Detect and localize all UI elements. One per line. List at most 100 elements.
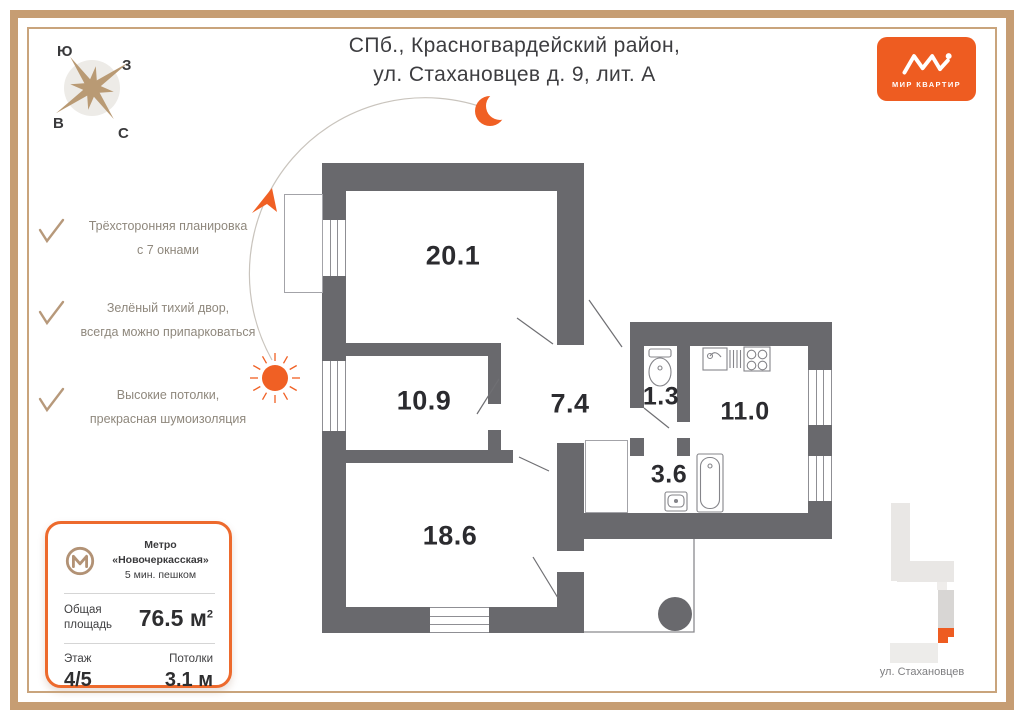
compass-label-north: С: [118, 125, 129, 142]
closet-outline: [585, 440, 628, 513]
check-icon: [38, 218, 65, 244]
window-symbol: [808, 370, 832, 425]
wall-segment: [584, 513, 808, 539]
feature-item: Высокие потолки, прекрасная шумоизоляция: [38, 383, 266, 431]
room-area-label: 20.1: [425, 240, 481, 271]
street-label: ул. Стахановцев: [879, 666, 965, 678]
wall-segment: [557, 191, 584, 345]
metro-walk-time: 5 мин. пешком: [124, 569, 197, 581]
wall-segment: [346, 343, 501, 356]
minimap-building-block: [938, 590, 954, 628]
wall-segment: [489, 607, 584, 633]
window-symbol: [322, 220, 346, 276]
wall-segment: [808, 501, 832, 539]
minimap-highlight-notch: [948, 637, 954, 643]
divider: [64, 593, 215, 594]
divider: [64, 643, 215, 644]
wall-segment: [630, 322, 832, 346]
compass-rose-icon: Ю З В С: [53, 43, 131, 142]
feature-item: Зелёный тихий двор, всегда можно припарк…: [38, 296, 266, 344]
feature-text: Трёхсторонняя планировка с 7 окнами: [70, 214, 266, 262]
minimap-building-block: [890, 643, 938, 663]
area-value: 76.5 м2: [138, 604, 213, 631]
arrow-icon: [252, 188, 277, 213]
metro-icon: [65, 546, 95, 575]
wall-segment: [322, 607, 430, 633]
wall-segment: [346, 450, 513, 463]
wall-segment: [322, 276, 346, 361]
area-label-line: площадь: [64, 619, 113, 631]
room-area-label: 18.6: [422, 520, 478, 551]
wall-segment: [630, 346, 644, 408]
area-label-line: Общая: [64, 604, 102, 616]
floor-label: Этаж: [64, 653, 92, 665]
metro-text: Метро «Новочеркасская» 5 мин. пешком: [104, 538, 217, 583]
check-icon: [38, 387, 65, 413]
ceiling-label: Потолки: [169, 653, 213, 665]
area-row: Общая площадь 76.5 м2: [64, 603, 213, 633]
moon-icon: [475, 92, 514, 126]
window-symbol: [430, 607, 489, 633]
compass-label-east: В: [53, 115, 64, 132]
feature-line: Зелёный тихий двор,: [106, 301, 230, 315]
ceiling-col: Потолки 3.1 м: [165, 653, 213, 692]
wall-segment: [677, 438, 690, 456]
drying-rack-icon: [729, 350, 742, 368]
courtyard-circle: [658, 597, 692, 631]
feature-line: прекрасная шумоизоляция: [89, 412, 247, 426]
compass-label-south: Ю: [57, 43, 72, 60]
metro-name: Метро «Новочеркасская»: [112, 539, 209, 566]
room-area-label: 7.4: [550, 388, 590, 419]
brand-logo: МИР КВАРТИР: [877, 37, 976, 101]
title-line-1: СПб., Красногвардейский район,: [348, 34, 681, 57]
mk-monogram-icon: [902, 52, 952, 74]
wall-segment: [808, 425, 832, 456]
courtyard-outline: [584, 539, 695, 633]
title-line-2: ул. Стахановцев д. 9, лит. А: [373, 63, 656, 86]
feature-line: с 7 окнами: [137, 243, 199, 257]
wall-segment: [808, 346, 832, 370]
metro-row: Метро «Новочеркасская» 5 мин. пешком: [64, 538, 217, 583]
feature-text: Зелёный тихий двор, всегда можно припарк…: [70, 296, 266, 344]
minimap-building-block: [937, 582, 947, 590]
room-area-label: 3.6: [650, 460, 688, 489]
ceiling-value: 3.1 м: [164, 669, 213, 691]
wall-segment: [488, 430, 501, 456]
room-area-label: 10.9: [396, 385, 452, 416]
floor-ceiling-row: Этаж 4/5 Потолки 3.1 м: [64, 653, 213, 692]
feature-line: Трёхсторонняя планировка: [88, 219, 248, 233]
feature-line: всегда можно припарковаться: [80, 325, 256, 339]
balcony-outline: [284, 194, 323, 293]
kitchen-sink-icon: [702, 347, 728, 371]
page-title: СПб., Красногвардейский район, ул. Стаха…: [262, 31, 767, 89]
bathtub-icon: [696, 453, 724, 513]
check-icon: [38, 300, 65, 326]
minimap-building-block: [897, 561, 954, 582]
room-area-label: 1.3: [642, 382, 680, 411]
wall-segment: [557, 572, 584, 607]
area-sup: 2: [206, 607, 213, 620]
brand-name: МИР КВАРТИР: [891, 79, 962, 89]
feature-text: Высокие потолки, прекрасная шумоизоляция: [70, 383, 266, 431]
room-area-label: 11.0: [720, 397, 770, 426]
window-symbol: [322, 361, 346, 431]
wall-segment: [322, 163, 346, 220]
window-symbol: [808, 456, 832, 501]
floor-col: Этаж 4/5: [64, 653, 92, 692]
wall-segment: [488, 343, 501, 404]
area-label: Общая площадь: [64, 603, 112, 633]
compass-star: [56, 56, 128, 120]
info-card: Метро «Новочеркасская» 5 мин. пешком Общ…: [45, 521, 232, 691]
compass-label-west: З: [122, 57, 131, 74]
washbasin-icon: [664, 491, 688, 512]
wall-segment: [557, 443, 584, 551]
floor-value: 4/5: [64, 669, 92, 691]
stove-icon: [743, 346, 771, 372]
toilet-icon: [648, 348, 672, 387]
wall-segment: [322, 163, 584, 191]
wall-segment: [630, 438, 644, 456]
wall-segment: [677, 346, 690, 422]
feature-item: Трёхсторонняя планировка с 7 окнами: [38, 214, 266, 262]
wall-segment: [322, 431, 346, 633]
